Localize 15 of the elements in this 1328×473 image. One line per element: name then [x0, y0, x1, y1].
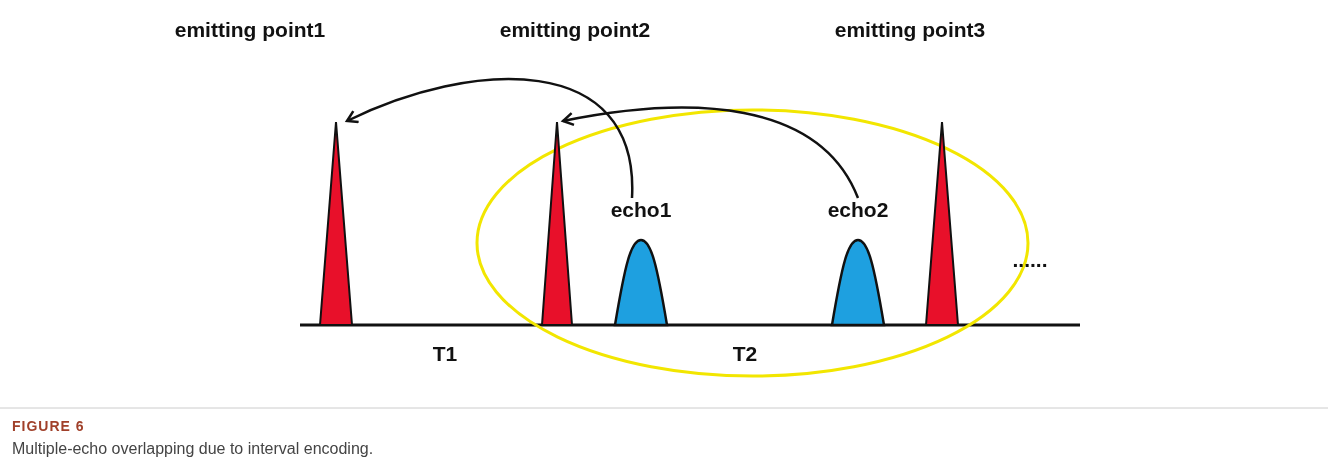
- pulse-triangle: [542, 122, 572, 325]
- arrow: [345, 77, 634, 199]
- arrow: [561, 106, 860, 199]
- interval-label: T2: [732, 342, 758, 366]
- pulse-label: emitting point1: [174, 18, 326, 42]
- figure-title: FIGURE 6: [12, 418, 85, 434]
- interval-label: T1: [432, 342, 458, 366]
- echo-label: echo1: [609, 198, 673, 222]
- pulse-triangle: [926, 122, 958, 325]
- pulse-label: emitting point2: [499, 18, 651, 42]
- figure-caption: Multiple-echo overlapping due to interval encoding.: [12, 440, 374, 458]
- ellipsis-mark: ......: [1012, 248, 1048, 272]
- echo-label: echo2: [826, 198, 890, 222]
- pulse-label: emitting point3: [834, 18, 986, 42]
- pulse-triangle: [320, 122, 352, 325]
